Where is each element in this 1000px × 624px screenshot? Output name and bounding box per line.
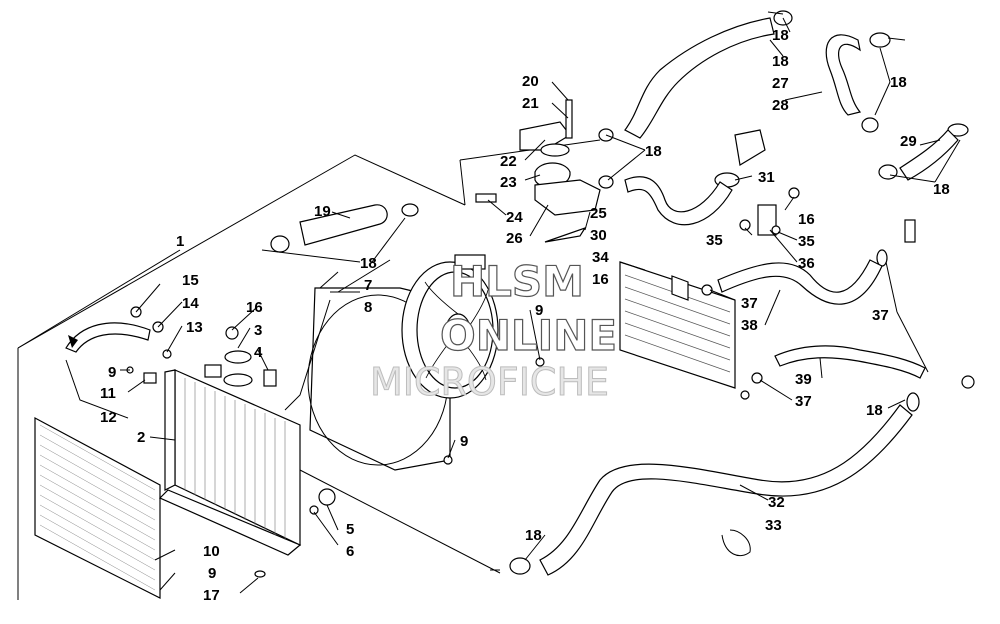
callout[interactable]: 29 [900, 133, 917, 150]
bracket [263, 369, 277, 387]
hose-28 [825, 34, 862, 116]
callout[interactable]: 9 [208, 565, 216, 582]
callout[interactable]: 18 [933, 181, 950, 198]
cooling-fan [401, 254, 499, 399]
fasteners [443, 187, 975, 465]
callout[interactable]: 30 [590, 227, 607, 244]
hose-38 [717, 259, 883, 305]
callout[interactable]: 23 [500, 174, 517, 191]
callout[interactable]: 16 [246, 299, 263, 316]
callout[interactable]: 18 [866, 402, 883, 419]
callout[interactable]: 6 [346, 543, 354, 560]
hose-27 [624, 17, 775, 139]
callout[interactable]: 3 [254, 322, 262, 339]
hose-19 [299, 204, 388, 246]
callout[interactable]: 19 [314, 203, 331, 220]
callout[interactable]: 18 [890, 74, 907, 91]
callouts: 1 2 3 4 5 6 7 8 9 9 9 9 10 11 12 13 14 1… [100, 27, 950, 604]
drain-plug [318, 488, 336, 506]
callout[interactable]: 7 [364, 277, 372, 294]
washer-17 [254, 570, 266, 578]
callout[interactable]: 25 [590, 205, 607, 222]
fitting-31 [734, 129, 766, 166]
callout[interactable]: 20 [522, 73, 539, 90]
radiator [158, 364, 302, 556]
callout[interactable]: 10 [203, 543, 220, 560]
callout[interactable]: 38 [741, 317, 758, 334]
callout[interactable]: 39 [795, 371, 812, 388]
clip-11 [143, 372, 157, 384]
callout[interactable]: 17 [203, 587, 220, 604]
gasket [309, 505, 319, 515]
callout[interactable]: 22 [500, 153, 517, 170]
callout[interactable]: 1 [176, 233, 184, 250]
callout[interactable]: 18 [645, 143, 662, 160]
callout[interactable]: 26 [506, 230, 523, 247]
callout[interactable]: 28 [772, 97, 789, 114]
radiator-cap [224, 350, 252, 364]
watermark-line1: HLSM [450, 257, 584, 306]
hose-clamps [270, 10, 969, 575]
callout[interactable]: 8 [364, 299, 372, 316]
callout[interactable]: 4 [254, 344, 263, 361]
callout[interactable]: 34 [592, 249, 609, 266]
leader-lines [17, 11, 961, 594]
hose-39 [774, 345, 926, 379]
callout[interactable]: 37 [872, 307, 889, 324]
thermostat-housing [475, 99, 601, 243]
callout[interactable]: 5 [346, 521, 354, 538]
callout[interactable]: 35 [706, 232, 723, 249]
callout[interactable]: 32 [768, 494, 785, 511]
callout[interactable]: 21 [522, 95, 539, 112]
bushing-13 [162, 349, 172, 359]
callout[interactable]: 27 [772, 75, 789, 92]
callout[interactable]: 37 [741, 295, 758, 312]
callout[interactable]: 15 [182, 272, 199, 289]
callout[interactable]: 16 [592, 271, 609, 288]
hose-30 [624, 176, 733, 226]
callout[interactable]: 9 [460, 433, 468, 450]
hose-32 [539, 404, 913, 576]
callout[interactable]: 14 [182, 295, 199, 312]
callout[interactable]: 36 [798, 255, 815, 272]
overflow-hose [65, 322, 151, 353]
callout[interactable]: 9 [108, 364, 116, 381]
callout[interactable]: 18 [360, 255, 377, 272]
callout[interactable]: 13 [186, 319, 203, 336]
callout[interactable]: 12 [100, 409, 117, 426]
shroud-panel [34, 416, 161, 599]
callout[interactable]: 2 [137, 429, 145, 446]
arrow-icon [68, 335, 78, 348]
callout[interactable]: 18 [772, 27, 789, 44]
callout[interactable]: 11 [100, 385, 116, 402]
hose-29 [899, 129, 959, 181]
nut-16 [225, 326, 239, 340]
watermark-line2: ONLINE [440, 311, 617, 360]
watermark: HLSM ONLINE MICROFICHE [370, 256, 618, 404]
callout[interactable]: 31 [758, 169, 775, 186]
callout[interactable]: 18 [525, 527, 542, 544]
callout[interactable]: 37 [795, 393, 812, 410]
callout[interactable]: 9 [535, 302, 543, 319]
watermark-line3: MICROFICHE [370, 360, 609, 404]
callout[interactable]: 35 [798, 233, 815, 250]
callout[interactable]: 16 [798, 211, 815, 228]
callout[interactable]: 24 [506, 209, 523, 226]
callout[interactable]: 18 [772, 53, 789, 70]
callout[interactable]: 33 [765, 517, 782, 534]
